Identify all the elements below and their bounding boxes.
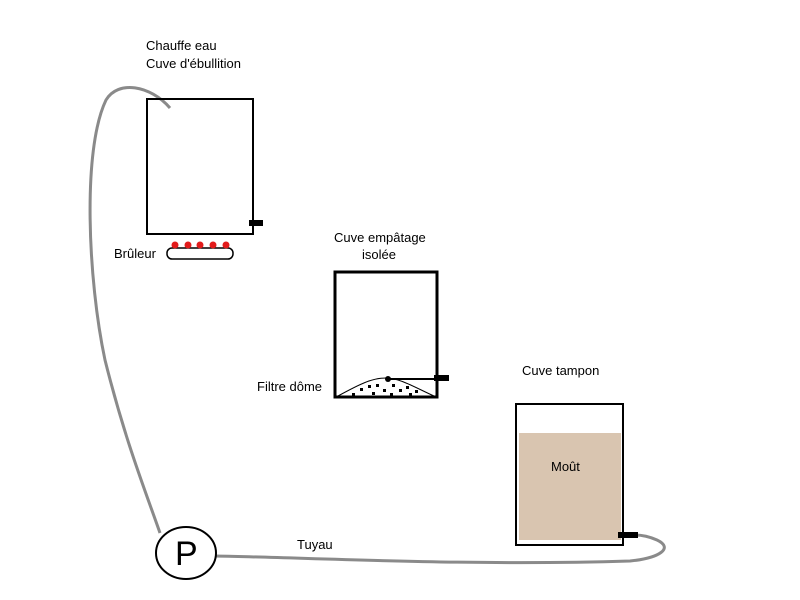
boil-kettle-label-line1: Chauffe eau <box>146 38 217 53</box>
burner <box>166 247 234 260</box>
boil-kettle-valve <box>249 220 263 226</box>
mash-tun-label-line2: isolée <box>362 247 396 262</box>
pump <box>155 526 217 580</box>
buffer-tank-valve <box>618 532 638 538</box>
mash-tun-label-line1: Cuve empâtage <box>334 230 426 245</box>
mash-tun <box>333 270 439 399</box>
boil-kettle <box>146 98 254 235</box>
mash-outlet-inlet <box>385 376 391 382</box>
grain-bed <box>352 384 418 396</box>
hose-to-pump <box>88 86 172 534</box>
pump-label: P <box>175 535 198 573</box>
burner-flames <box>171 241 230 249</box>
boil-kettle-label-line2: Cuve d'ébullition <box>146 56 241 71</box>
dome-filter-label: Filtre dôme <box>257 379 323 394</box>
wort-fill <box>519 433 621 540</box>
buffer-tank-label: Cuve tampon <box>522 363 600 378</box>
burner-label: Brûleur <box>114 246 156 261</box>
buffer-tank <box>515 403 624 546</box>
hose-to-buffer <box>215 533 666 565</box>
wort-label: Moût <box>551 459 580 474</box>
hose-label: Tuyau <box>297 537 333 552</box>
mash-tun-valve <box>434 375 449 381</box>
